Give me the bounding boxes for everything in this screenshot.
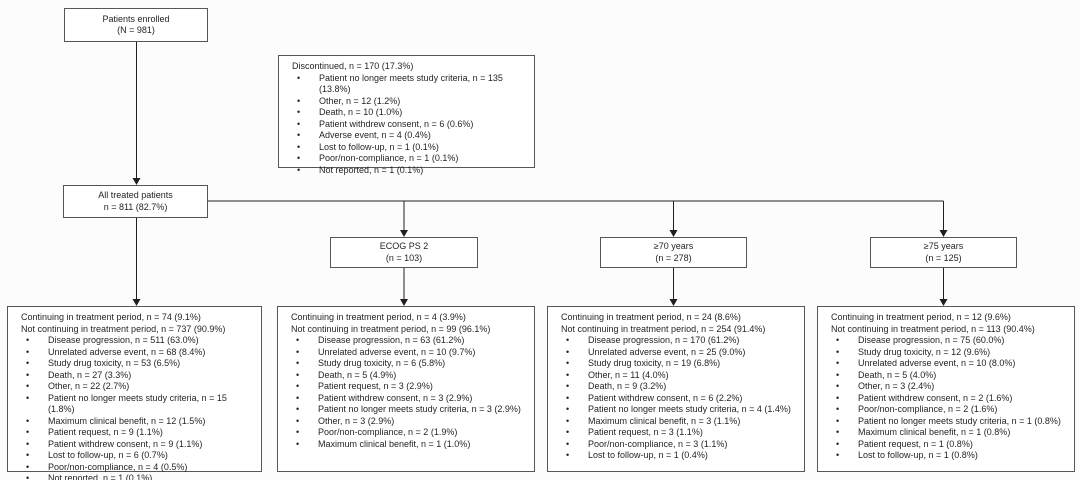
reason-item: Disease progression, n = 75 (60.0%) bbox=[824, 335, 1068, 347]
reason-item: Patient request, n = 3 (2.9%) bbox=[284, 381, 528, 393]
node-label: ECOG PS 2 bbox=[379, 241, 429, 251]
reason-item: Patient withdrew consent, n = 9 (1.1%) bbox=[14, 439, 255, 451]
reason-item: Maximum clinical benefit, n = 1 (1.0%) bbox=[284, 439, 528, 451]
node-outcome-all-treated: Continuing in treatment period, n = 74 (… bbox=[7, 306, 262, 480]
reason-item: Study drug toxicity, n = 6 (5.8%) bbox=[284, 358, 528, 370]
outcome-continuing: Continuing in treatment period, n = 4 (3… bbox=[291, 312, 466, 322]
node-label: ≥75 years bbox=[923, 241, 964, 251]
node-patients-enrolled: Patients enrolled (N = 981) bbox=[64, 8, 208, 42]
reason-item: Patient withdrew consent, n = 6 (2.2%) bbox=[554, 393, 798, 405]
node-all-treated-patients: All treated patients n = 811 (82.7%) bbox=[63, 185, 208, 218]
reason-item: Poor/non-compliance, n = 2 (1.6%) bbox=[824, 404, 1068, 416]
reason-item: Death, n = 9 (3.2%) bbox=[554, 381, 798, 393]
reason-item: Unrelated adverse event, n = 10 (9.7%) bbox=[284, 347, 528, 359]
outcome-reasons-list: Disease progression, n = 75 (60.0%)Study… bbox=[824, 335, 1068, 462]
discontinued-reasons-list: Patient no longer meets study criteria, … bbox=[285, 73, 528, 177]
node-outcome-75-years: Continuing in treatment period, n = 12 (… bbox=[817, 306, 1075, 472]
reason-item: Other, n = 22 (2.7%) bbox=[14, 381, 255, 393]
reason-item: Patient withdrew consent, n = 3 (2.9%) bbox=[284, 393, 528, 405]
node-discontinued: Discontinued, n = 170 (17.3%) Patient no… bbox=[278, 55, 535, 176]
reason-item: Unrelated adverse event, n = 10 (8.0%) bbox=[824, 358, 1068, 370]
reason-item: Lost to follow-up, n = 1 (0.1%) bbox=[285, 142, 528, 154]
reason-item: Disease progression, n = 63 (61.2%) bbox=[284, 335, 528, 347]
node-count: n = 811 (82.7%) bbox=[103, 201, 168, 212]
reason-item: Patient request, n = 9 (1.1%) bbox=[14, 427, 255, 439]
reason-item: Study drug toxicity, n = 12 (9.6%) bbox=[824, 347, 1068, 359]
reason-item: Other, n = 12 (1.2%) bbox=[285, 96, 528, 108]
outcome-reasons-list: Disease progression, n = 170 (61.2%)Unre… bbox=[554, 335, 798, 462]
reason-item: Study drug toxicity, n = 53 (6.5%) bbox=[14, 358, 255, 370]
reason-item: Adverse event, n = 4 (0.4%) bbox=[285, 130, 528, 142]
reason-item: Poor/non-compliance, n = 1 (0.1%) bbox=[285, 153, 528, 165]
node-branch-70-years: ≥70 years (n = 278) bbox=[600, 237, 747, 268]
node-count: (n = 278) bbox=[655, 252, 692, 263]
node-outcome-70-years: Continuing in treatment period, n = 24 (… bbox=[547, 306, 805, 472]
node-count: (n = 125) bbox=[925, 252, 962, 263]
reason-item: Disease progression, n = 511 (63.0%) bbox=[14, 335, 255, 347]
node-count: (N = 981) bbox=[117, 25, 155, 35]
outcome-continuing: Continuing in treatment period, n = 74 (… bbox=[21, 312, 201, 322]
reason-item: Patient no longer meets study criteria, … bbox=[284, 404, 528, 416]
reason-item: Lost to follow-up, n = 1 (0.8%) bbox=[824, 450, 1068, 462]
reason-item: Maximum clinical benefit, n = 1 (0.8%) bbox=[824, 427, 1068, 439]
reason-item: Unrelated adverse event, n = 68 (8.4%) bbox=[14, 347, 255, 359]
node-branch-ecog-ps2: ECOG PS 2 (n = 103) bbox=[330, 237, 478, 268]
reason-item: Lost to follow-up, n = 1 (0.4%) bbox=[554, 450, 798, 462]
node-label: Patients enrolled bbox=[102, 13, 170, 24]
reason-item: Patient no longer meets study criteria, … bbox=[14, 393, 255, 416]
reason-item: Poor/non-compliance, n = 3 (1.1%) bbox=[554, 439, 798, 451]
reason-item: Study drug toxicity, n = 19 (6.8%) bbox=[554, 358, 798, 370]
reason-item: Not reported, n = 1 (0.1%) bbox=[14, 473, 255, 480]
reason-item: Poor/non-compliance, n = 2 (1.9%) bbox=[284, 427, 528, 439]
discontinued-title: Discontinued, n = 170 (17.3%) bbox=[292, 61, 414, 71]
reason-item: Patient no longer meets study criteria, … bbox=[824, 416, 1068, 428]
reason-item: Lost to follow-up, n = 6 (0.7%) bbox=[14, 450, 255, 462]
outcome-not-continuing: Not continuing in treatment period, n = … bbox=[291, 323, 491, 334]
outcome-not-continuing: Not continuing in treatment period, n = … bbox=[21, 323, 226, 334]
node-outcome-ecog-ps2: Continuing in treatment period, n = 4 (3… bbox=[277, 306, 535, 472]
reason-item: Patient withdrew consent, n = 6 (0.6%) bbox=[285, 119, 528, 131]
reason-item: Patient no longer meets study criteria, … bbox=[285, 73, 528, 96]
outcome-continuing: Continuing in treatment period, n = 12 (… bbox=[831, 312, 1011, 322]
reason-item: Death, n = 27 (3.3%) bbox=[14, 370, 255, 382]
node-label: ≥70 years bbox=[653, 241, 694, 251]
reason-item: Death, n = 5 (4.9%) bbox=[284, 370, 528, 382]
outcome-reasons-list: Disease progression, n = 63 (61.2%)Unrel… bbox=[284, 335, 528, 450]
reason-item: Death, n = 10 (1.0%) bbox=[285, 107, 528, 119]
node-count: (n = 103) bbox=[385, 252, 423, 263]
reason-item: Patient withdrew consent, n = 2 (1.6%) bbox=[824, 393, 1068, 405]
outcome-not-continuing: Not continuing in treatment period, n = … bbox=[561, 323, 766, 334]
reason-item: Patient request, n = 1 (0.8%) bbox=[824, 439, 1068, 451]
reason-item: Other, n = 3 (2.4%) bbox=[824, 381, 1068, 393]
reason-item: Patient request, n = 3 (1.1%) bbox=[554, 427, 798, 439]
reason-item: Maximum clinical benefit, n = 3 (1.1%) bbox=[554, 416, 798, 428]
reason-item: Unrelated adverse event, n = 25 (9.0%) bbox=[554, 347, 798, 359]
outcome-continuing: Continuing in treatment period, n = 24 (… bbox=[561, 312, 741, 322]
node-branch-75-years: ≥75 years (n = 125) bbox=[870, 237, 1017, 268]
outcome-reasons-list: Disease progression, n = 511 (63.0%)Unre… bbox=[14, 335, 255, 480]
reason-item: Other, n = 11 (4.0%) bbox=[554, 370, 798, 382]
reason-item: Death, n = 5 (4.0%) bbox=[824, 370, 1068, 382]
outcome-not-continuing: Not continuing in treatment period, n = … bbox=[831, 323, 1035, 334]
reason-item: Not reported, n = 1 (0.1%) bbox=[285, 165, 528, 177]
node-label: All treated patients bbox=[98, 190, 173, 200]
reason-item: Disease progression, n = 170 (61.2%) bbox=[554, 335, 798, 347]
reason-item: Poor/non-compliance, n = 4 (0.5%) bbox=[14, 462, 255, 474]
reason-item: Patient no longer meets study criteria, … bbox=[554, 404, 798, 416]
reason-item: Other, n = 3 (2.9%) bbox=[284, 416, 528, 428]
reason-item: Maximum clinical benefit, n = 12 (1.5%) bbox=[14, 416, 255, 428]
